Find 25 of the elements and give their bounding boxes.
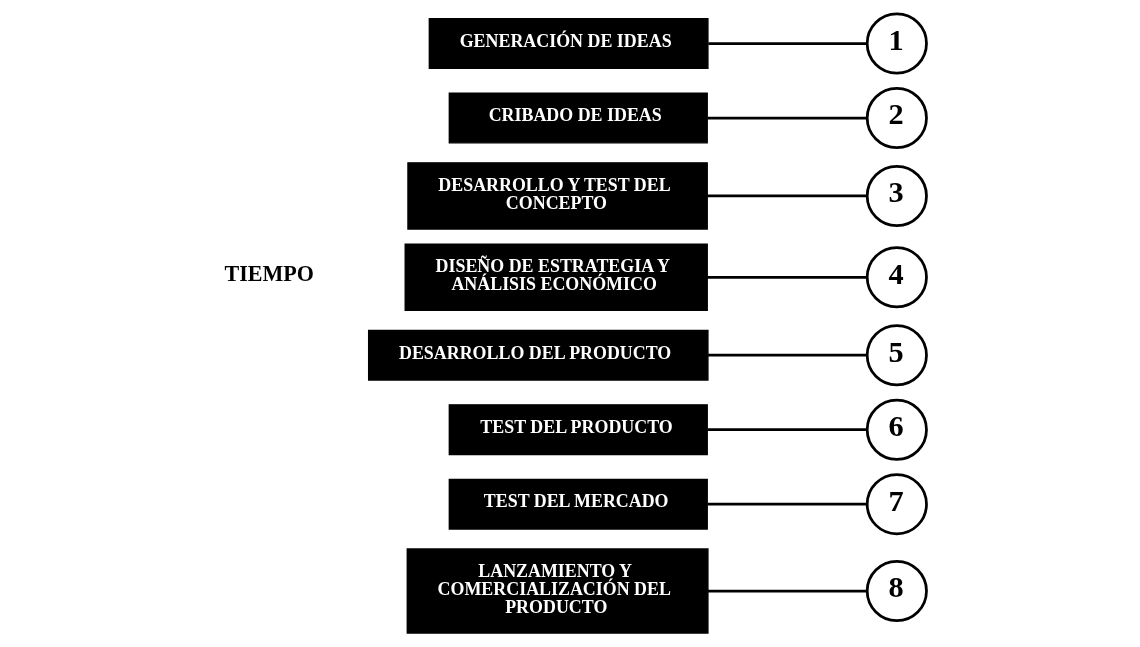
connector (708, 589, 867, 593)
node-circle: 7 (865, 473, 928, 536)
node-circle: 4 (865, 246, 928, 309)
node-box: DESARROLLO Y TEST DEL CONCEPTO (407, 162, 708, 230)
node-box: CRIBADO DE IDEAS (448, 92, 708, 144)
node-circle: 2 (865, 87, 928, 150)
node-circle: 5 (865, 324, 928, 387)
connector (707, 502, 867, 506)
node-box: TEST DEL PRODUCTO (448, 404, 708, 456)
node-box: DESARROLLO DEL PRODUCTO (367, 329, 709, 381)
connector (707, 275, 867, 279)
node-box: LANZAMIENTO Y COMERCIALIZACIÓN DEL PRODUCTO (406, 548, 709, 634)
node-circle: 3 (865, 164, 928, 227)
connector (708, 42, 867, 45)
node-box: DISEÑO DE ESTRATEGIA Y ANÁLISIS ECONÓMICO (404, 243, 708, 312)
node-circle: 1 (865, 12, 928, 75)
node-circle: 8 (865, 560, 928, 623)
node-box: GENERACIÓN DE IDEAS (428, 18, 709, 70)
node-box: TEST DEL MERCADO (448, 478, 708, 530)
connector (707, 116, 867, 120)
label: TIEMPO (224, 261, 314, 287)
connector (707, 428, 867, 432)
connector (707, 194, 867, 198)
node-circle: 6 (865, 398, 928, 461)
connector (708, 353, 867, 357)
